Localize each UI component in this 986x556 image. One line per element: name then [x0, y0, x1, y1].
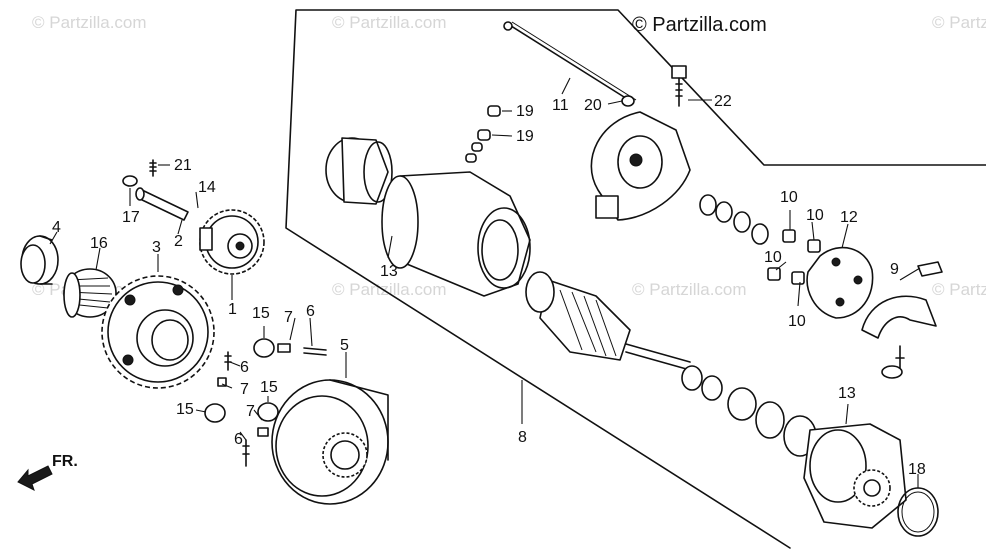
callout-label: 5	[340, 337, 349, 354]
callout-label: 22	[714, 93, 732, 110]
callout-leaders	[49, 77, 921, 488]
front-cover-part	[803, 423, 907, 529]
starter-motor-group	[325, 21, 943, 537]
callout-label: 2	[174, 233, 183, 250]
brush-hardware-part	[767, 229, 821, 285]
callout-label: 7	[284, 309, 293, 326]
callout-label: 13	[380, 263, 398, 280]
clutch-outer-gear-part	[101, 275, 215, 389]
callout-label: 12	[840, 209, 858, 226]
watermark-top-center: © Partzilla.com	[332, 13, 447, 32]
callout-label: 6	[234, 431, 243, 448]
callout-label: 15	[252, 305, 270, 322]
starter-clutch-group: FR.	[17, 159, 389, 505]
idle-gear-part	[199, 209, 265, 275]
callout-label: 10	[780, 189, 798, 206]
motor-yoke-part	[381, 171, 531, 297]
washer-part	[122, 175, 138, 187]
brand-label: © Partzilla.com	[632, 14, 767, 36]
brush-plate-part	[806, 246, 874, 319]
watermark-mid-right: © Partzilla.com	[632, 280, 747, 299]
callout-label: 19	[516, 103, 534, 120]
callout-label: 9	[890, 261, 899, 278]
needle-bearing-part	[63, 268, 117, 318]
callout-label: 1	[228, 301, 237, 318]
callout-label: 16	[90, 235, 108, 252]
callout-label: 15	[260, 379, 278, 396]
callout-label: 6	[240, 359, 249, 376]
washer-20-part	[621, 95, 635, 107]
clutch-housing-part	[271, 379, 389, 505]
small-screw-part	[149, 159, 157, 177]
watermark-top-left: © Partzilla.com	[32, 13, 147, 32]
callout-label: 15	[176, 401, 194, 418]
armature-part	[525, 271, 691, 371]
brand-name: © Partzilla	[632, 14, 724, 36]
rear-cover-part	[590, 111, 691, 221]
callout-label: 18	[908, 461, 926, 478]
rollers-springs-parts	[204, 338, 327, 467]
callout-label: 4	[52, 219, 61, 236]
callout-label: 17	[122, 209, 140, 226]
callout-label: 7	[246, 403, 255, 420]
callout-label: 20	[584, 97, 602, 114]
callout-label: 10	[788, 313, 806, 330]
watermark-top-right: © Partzilla.com	[932, 13, 986, 32]
callout-label: 8	[518, 429, 527, 446]
callout-label: 13	[838, 385, 856, 402]
callout-label: 6	[306, 303, 315, 320]
callout-labels: 1 2 3 4 5 6 6 6 7 7 7 8 9 10 10 10 10 11…	[52, 93, 926, 478]
brush-holder-part	[325, 137, 393, 205]
callout-label: 3	[152, 239, 161, 256]
o-ring-part	[897, 487, 939, 537]
callout-label: 7	[240, 381, 249, 398]
long-bolt-part	[507, 23, 633, 103]
callout-label: 19	[516, 128, 534, 145]
assembly-boundary-outline	[285, 9, 986, 549]
watermark-mid-far-right: © Partzilla.com	[932, 280, 986, 299]
watermark-mid-center: © Partzilla.com	[332, 280, 447, 299]
brush-terminal-part	[861, 261, 943, 379]
bushing-part	[20, 235, 59, 285]
brush-springs-part	[465, 105, 501, 163]
front-direction-arrow: FR.	[17, 453, 78, 491]
callout-label: 10	[764, 249, 782, 266]
callout-label: 11	[552, 97, 569, 114]
callout-label: 14	[198, 179, 216, 196]
brand-suffix: .com	[723, 14, 766, 36]
callout-label: 10	[806, 207, 824, 224]
idle-shaft-part	[135, 187, 189, 221]
callout-label: 21	[174, 157, 192, 174]
bolt-22-part	[671, 65, 687, 107]
direction-label: FR.	[52, 453, 78, 470]
